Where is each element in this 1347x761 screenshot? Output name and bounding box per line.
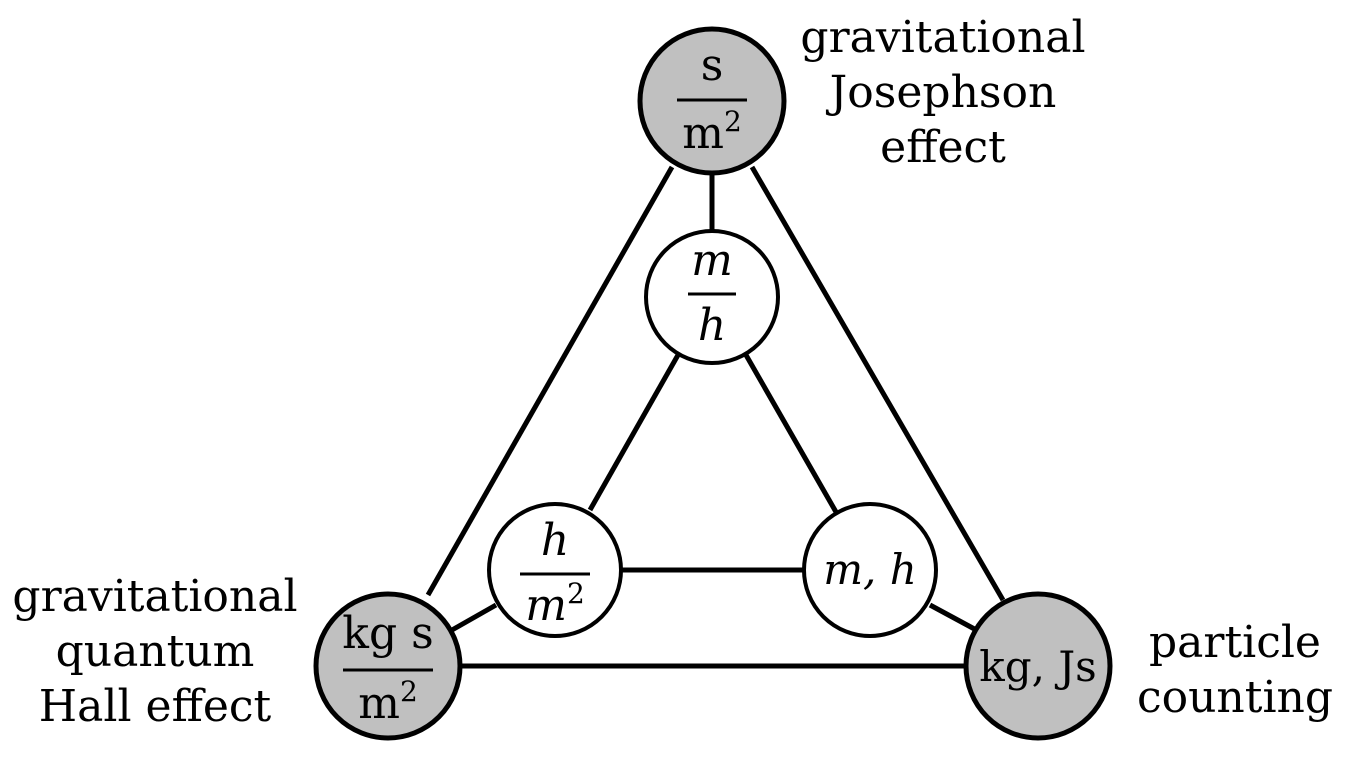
label-right-line-1: particle [1149,617,1321,668]
node-top-label: s m2 [677,40,747,159]
edge-right-innerright [928,602,982,635]
node-inner-top [644,229,780,365]
label-top: gravitational Josephson effect [800,12,1085,173]
edge-innertop-innerright [743,353,839,514]
label-top-line-2: Josephson [826,67,1057,118]
node-inner-top-label: m h [688,235,736,351]
edges [425,165,1006,669]
node-inner-left-denominator: m2 [525,577,585,631]
label-top-line-3: effect [880,122,1006,173]
edge-top-left [425,165,675,597]
label-left-line-3: Hall effect [39,681,272,732]
edge-left-innerleft [450,602,498,633]
node-inner-right [802,502,938,638]
node-top-denominator: m2 [682,105,742,159]
node-left-numerator: kg s [342,608,433,659]
label-left-line-1: gravitational [12,571,297,622]
node-top-numerator: s [701,40,724,91]
edge-innertop-innerleft [587,353,681,512]
node-inner-right-label: m, h [823,545,917,594]
node-inner-left [487,502,623,638]
node-left-denominator: m2 [358,675,418,729]
node-inner-top-numerator: m [691,235,733,286]
label-top-line-1: gravitational [800,12,1085,63]
edge-top-right [749,165,1006,602]
label-left: gravitational quantum Hall effect [12,571,297,732]
node-left-label: kg s m2 [342,608,433,729]
node-inner-top-denominator: h [698,300,726,351]
node-right-label: kg, Js [979,642,1096,691]
node-inner-left-numerator: h [541,515,569,566]
node-right [963,591,1113,741]
label-left-line-2: quantum [56,626,255,677]
label-right: particle counting [1137,617,1333,723]
node-inner-left-label: h m2 [520,515,590,631]
node-left [313,591,463,741]
label-right-line-2: counting [1137,672,1333,723]
